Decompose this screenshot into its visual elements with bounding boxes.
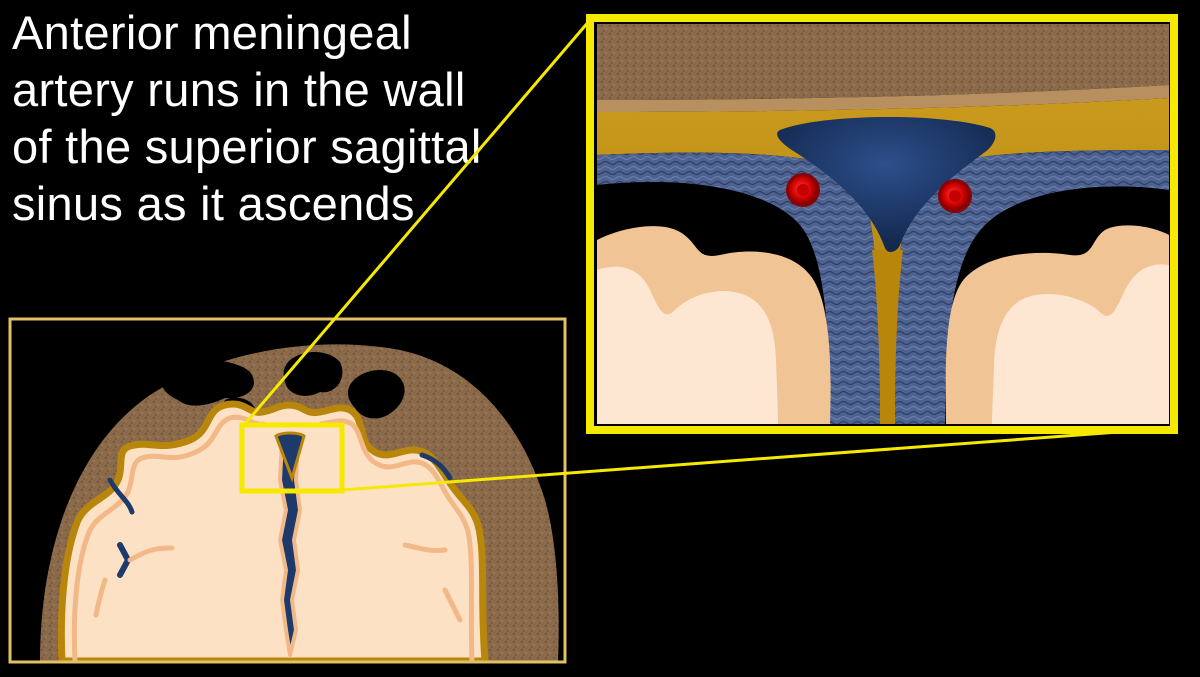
right-anterior-meningeal-artery: [938, 179, 972, 213]
mag-skull-bone: [597, 24, 1169, 100]
coronal-skull-overview: [40, 344, 559, 661]
left-anterior-meningeal-artery: [786, 173, 820, 207]
magnified-sinus-view: [597, 24, 1169, 424]
